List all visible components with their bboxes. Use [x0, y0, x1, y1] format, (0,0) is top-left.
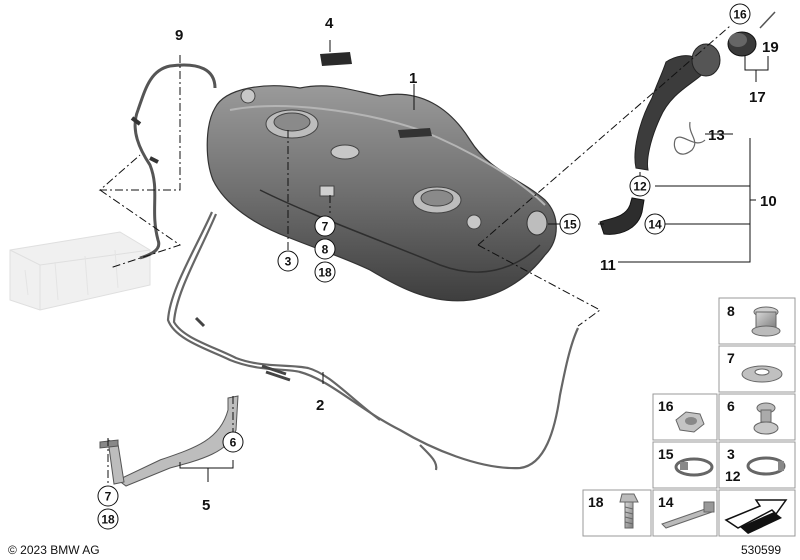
svg-text:3: 3 — [285, 255, 292, 269]
callout-14-circled: 14 — [644, 213, 666, 235]
svg-text:18: 18 — [588, 494, 604, 510]
legend-cell-15[interactable]: 15 — [652, 441, 718, 489]
callout-15-circled: 15 — [559, 213, 581, 235]
vent-line[interactable] — [133, 63, 217, 260]
ground-cable[interactable] — [673, 121, 706, 155]
callout-9: 9 — [175, 27, 183, 44]
callout-19: 19 — [762, 39, 779, 56]
svg-text:7: 7 — [105, 490, 112, 504]
callout-5: 5 — [202, 497, 210, 514]
callout-13: 13 — [708, 127, 725, 144]
svg-text:14: 14 — [648, 218, 662, 232]
activated-carbon-canister — [9, 231, 151, 311]
svg-text:15: 15 — [658, 446, 674, 462]
legend-cell-7[interactable]: 7 — [718, 345, 796, 393]
callout-10: 10 — [760, 193, 777, 210]
legend-cell-8[interactable]: 8 — [718, 297, 796, 345]
svg-text:14: 14 — [658, 494, 674, 510]
callout-1: 1 — [409, 70, 417, 87]
callout-8-circled: 8 — [314, 238, 336, 260]
callout-12-circled: 12 — [629, 175, 651, 197]
insulation-pad[interactable] — [320, 52, 352, 66]
cap-tether[interactable] — [759, 11, 776, 29]
callout-18b-circled: 18 — [97, 508, 119, 530]
svg-text:6: 6 — [727, 398, 735, 414]
legend-cell-16[interactable]: 16 — [652, 393, 718, 441]
callout-3-circled: 3 — [277, 250, 299, 272]
legend-cell-18[interactable]: 18 — [582, 489, 652, 537]
diagram-number: 530599 — [741, 543, 781, 557]
copyright-text: © 2023 BMW AG — [8, 543, 100, 557]
callout-4: 4 — [325, 15, 334, 32]
fuel-feed-line[interactable] — [166, 211, 579, 471]
callout-17: 17 — [749, 89, 766, 106]
leader-lines — [98, 25, 769, 484]
callout-labels: 1 2 4 5 9 10 11 13 17 19 3 7 8 18 6 — [97, 3, 779, 530]
svg-text:8: 8 — [727, 303, 735, 319]
svg-text:18: 18 — [101, 513, 115, 527]
legend-cell-3-12[interactable]: 3 12 — [718, 441, 796, 489]
svg-text:16: 16 — [658, 398, 674, 414]
callout-16-circled: 16 — [729, 3, 751, 25]
callout-2: 2 — [316, 397, 324, 414]
svg-text:7: 7 — [727, 350, 735, 366]
svg-text:7: 7 — [322, 220, 329, 234]
svg-text:6: 6 — [230, 436, 237, 450]
callout-7b-circled: 7 — [97, 485, 119, 507]
svg-text:16: 16 — [733, 8, 747, 22]
svg-text:3: 3 — [727, 446, 735, 462]
svg-text:18: 18 — [318, 266, 332, 280]
filler-pipe[interactable] — [634, 43, 721, 171]
legend-cell-14[interactable]: 14 — [652, 489, 718, 537]
svg-text:8: 8 — [322, 243, 329, 257]
fuel-tank[interactable] — [206, 85, 557, 302]
parts-legend: 8 7 16 6 15 — [582, 297, 796, 537]
arrow-icon — [724, 499, 788, 529]
callout-6-circled: 6 — [222, 431, 244, 453]
legend-cell-arrow[interactable] — [718, 489, 796, 537]
svg-text:12: 12 — [725, 468, 741, 484]
callout-11: 11 — [600, 257, 616, 274]
tank-strap[interactable] — [99, 395, 239, 487]
svg-text:15: 15 — [563, 218, 577, 232]
legend-cell-6[interactable]: 6 — [718, 393, 796, 441]
filler-cap[interactable] — [727, 31, 757, 57]
filler-hose[interactable] — [599, 197, 645, 235]
callout-18-circled: 18 — [314, 261, 336, 283]
callout-7-circled: 7 — [314, 215, 336, 237]
svg-text:12: 12 — [633, 180, 647, 194]
